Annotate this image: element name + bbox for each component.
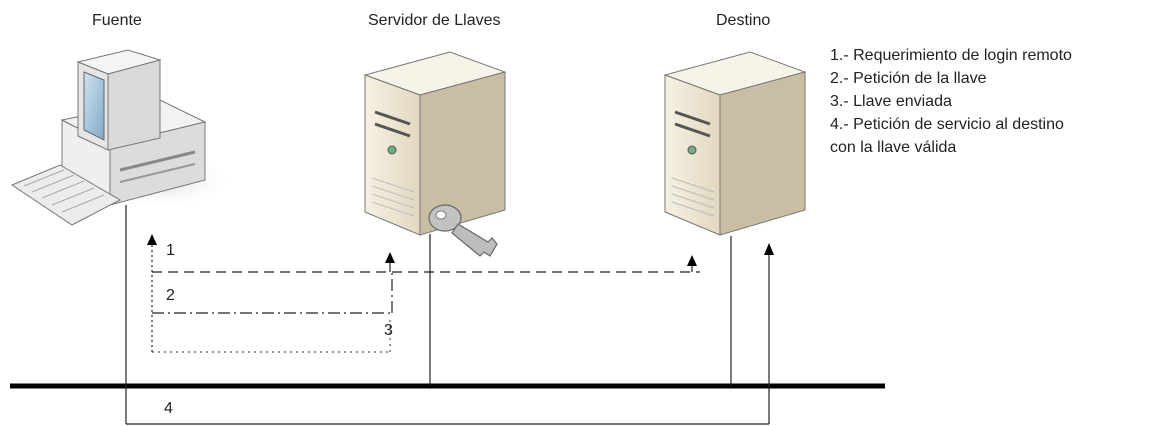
key-server-tower-icon bbox=[363, 51, 515, 236]
key-server-label: Servidor de Llaves bbox=[368, 12, 501, 29]
step-2-label: 2 bbox=[166, 287, 175, 304]
step-1-label: 1 bbox=[166, 242, 175, 259]
legend-item-3: 3.- Llave enviada bbox=[830, 93, 952, 110]
step-2-line bbox=[152, 272, 393, 314]
network-bus bbox=[10, 205, 885, 389]
step-4-arrow bbox=[125, 243, 774, 425]
key-icon bbox=[428, 204, 498, 257]
destination-server-tower-icon bbox=[663, 51, 815, 236]
step-3-label: 3 bbox=[384, 322, 393, 339]
step-1-arrow bbox=[147, 234, 700, 352]
source-label: Fuente bbox=[92, 12, 142, 29]
desktop-computer-icon bbox=[10, 49, 235, 226]
legend-item-4: 4.- Petición de servicio al destino bbox=[830, 116, 1064, 133]
legend-item-2: 2.- Petición de la llave bbox=[830, 70, 987, 87]
legend-item-1: 1.- Requerimiento de login remoto bbox=[830, 47, 1072, 64]
step-4-label: 4 bbox=[164, 400, 173, 417]
legend-item-4-cont: con la llave válida bbox=[830, 139, 957, 156]
step-3-line bbox=[152, 320, 391, 353]
legend: 1.- Requerimiento de login remoto 2.- Pe… bbox=[830, 44, 1072, 159]
destination-label: Destino bbox=[716, 12, 771, 29]
